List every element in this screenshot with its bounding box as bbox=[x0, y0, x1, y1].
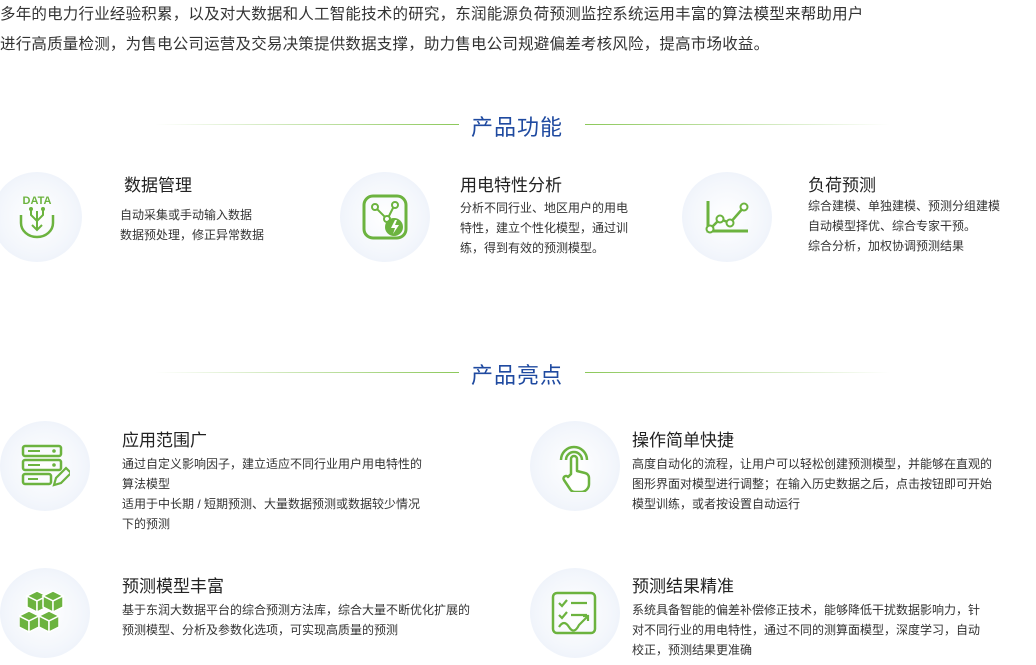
divider-right bbox=[585, 372, 890, 373]
desc-line: 练，得到有效的预测模型。 bbox=[460, 241, 605, 255]
power-analysis-icon bbox=[340, 172, 430, 262]
desc-line: 分析不同行业、地区用户的用电 bbox=[460, 201, 629, 215]
desc-line: 系统具备智能的偏差补偿修正技术，能够降低干扰数据影响力，针 bbox=[632, 603, 981, 617]
desc-line: 自动采集或手动输入数据 bbox=[120, 208, 253, 222]
highlight-desc-rich-models: 基于东润大数据平台的综合预测方法库，综合大量不断优化扩展的 预测模型、分析及参数… bbox=[122, 600, 470, 640]
function-desc-power-analysis: 分析不同行业、地区用户的用电 特性，建立个性化模型，通过训 练，得到有效的预测模… bbox=[460, 198, 628, 258]
function-title-data-management: 数据管理 bbox=[124, 176, 192, 195]
cubes-icon bbox=[0, 568, 90, 658]
function-desc-load-forecast: 综合建模、单独建模、预测分组建模 自动模型择优、综合专家干预。 综合分析，加权协… bbox=[808, 196, 1000, 256]
intro-line-1: 多年的电力行业经验积累，以及对大数据和人工智能技术的研究，东润能源负荷预测监控系… bbox=[0, 6, 864, 23]
desc-line: 基于东润大数据平台的综合预测方法库，综合大量不断优化扩展的 bbox=[122, 603, 471, 617]
desc-line: 综合分析，加权协调预测结果 bbox=[808, 239, 965, 253]
desc-line: 校正，预测结果更准确 bbox=[632, 643, 753, 657]
intro-paragraph: 多年的电力行业经验积累，以及对大数据和人工智能技术的研究，东润能源负荷预测监控系… bbox=[0, 0, 1036, 60]
desc-line: 下的预测 bbox=[122, 517, 171, 531]
desc-line: 对不同行业的用电特性，通过不同的测算面模型，深度学习，自动 bbox=[632, 623, 981, 637]
highlight-desc-easy-operation: 高度自动化的流程，让用户可以轻松创建预测模型，并能够在直观的 图形界面对模型进行… bbox=[632, 454, 992, 514]
desc-line: 图形界面对模型进行调整；在输入历史数据之后，点击按钮即可开始 bbox=[632, 477, 993, 491]
desc-line: 适用于中长期 / 短期预测、大量数据预测或数据较少情况 bbox=[122, 497, 421, 511]
server-edit-icon bbox=[0, 421, 90, 511]
desc-line: 自动模型择优、综合专家干预。 bbox=[808, 219, 977, 233]
divider-right bbox=[585, 124, 890, 125]
function-title-load-forecast: 负荷预测 bbox=[808, 176, 876, 195]
section-title-highlights: 产品亮点 bbox=[459, 358, 576, 390]
desc-line: 高度自动化的流程，让用户可以轻松创建预测模型，并能够在直观的 bbox=[632, 457, 993, 471]
highlight-title-easy-operation: 操作简单快捷 bbox=[632, 431, 734, 450]
desc-line: 综合建模、单独建模、预测分组建模 bbox=[808, 199, 1001, 213]
divider-left bbox=[155, 372, 460, 373]
highlight-title-wide-range: 应用范围广 bbox=[122, 431, 207, 450]
desc-line: 通过自定义影响因子，建立适应不同行业用户用电特性的 bbox=[122, 457, 423, 471]
highlight-title-rich-models: 预测模型丰富 bbox=[122, 577, 224, 596]
desc-line: 预测模型、分析及参数化选项，可实现高质量的预测 bbox=[122, 623, 399, 637]
touch-hand-icon bbox=[530, 421, 620, 511]
desc-line: 数据预处理，修正异常数据 bbox=[120, 228, 265, 242]
highlight-title-accurate-results: 预测结果精准 bbox=[632, 577, 734, 596]
load-forecast-chart-icon bbox=[682, 172, 772, 262]
function-desc-data-management: 自动采集或手动输入数据 数据预处理，修正异常数据 bbox=[120, 205, 264, 245]
divider-left bbox=[155, 124, 460, 125]
desc-line: 特性，建立个性化模型，通过训 bbox=[460, 221, 629, 235]
desc-line: 模型训练，或者按设置自动运行 bbox=[632, 497, 801, 511]
section-title-functions: 产品功能 bbox=[459, 110, 576, 142]
data-icon-text: DATA bbox=[23, 195, 52, 207]
highlight-desc-wide-range: 通过自定义影响因子，建立适应不同行业用户用电特性的 算法模型 适用于中长期 / … bbox=[122, 454, 422, 534]
checklist-trend-icon bbox=[530, 568, 620, 658]
intro-line-2: 进行高质量检测，为售电公司运营及交易决策提供数据支撑，助力售电公司规避偏差考核风… bbox=[0, 36, 770, 53]
highlight-desc-accurate-results: 系统具备智能的偏差补偿修正技术，能够降低干扰数据影响力，针 对不同行业的用电特性… bbox=[632, 600, 980, 660]
data-funnel-icon: DATA bbox=[0, 172, 82, 262]
function-title-power-analysis: 用电特性分析 bbox=[460, 176, 562, 195]
desc-line: 算法模型 bbox=[122, 477, 171, 491]
